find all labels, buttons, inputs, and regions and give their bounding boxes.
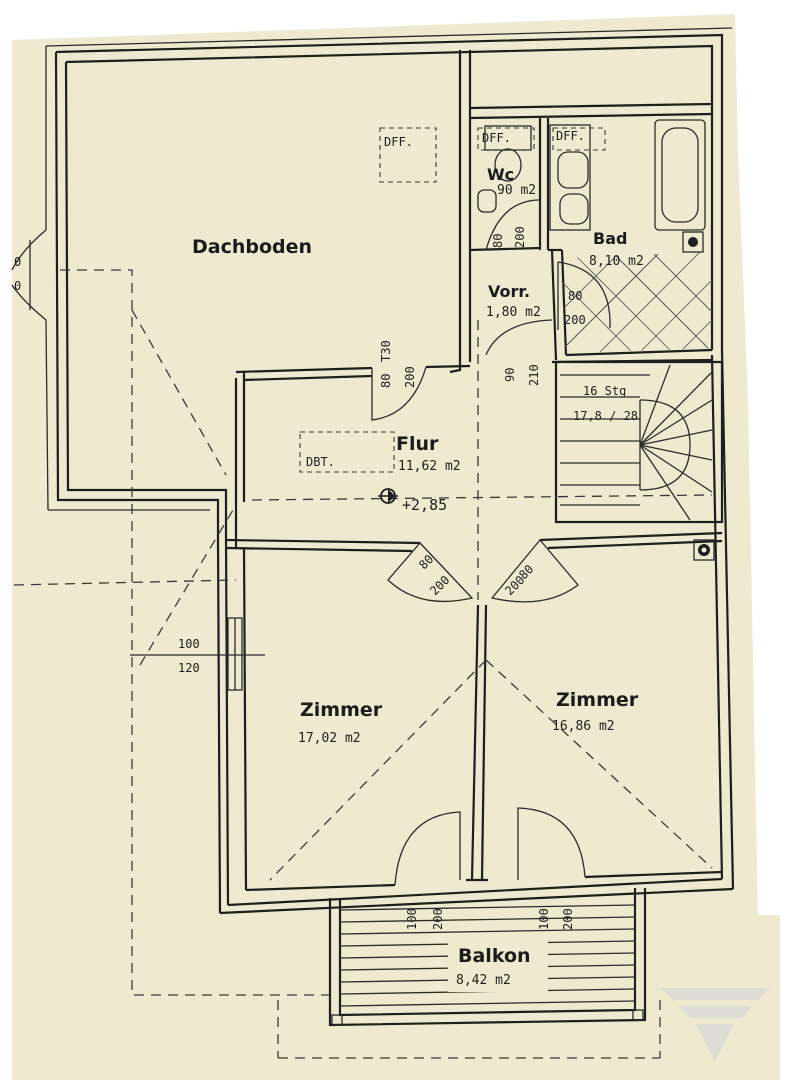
room-bad-name: Bad (593, 229, 627, 248)
room-vorr-area: 1,80 m2 (486, 305, 541, 320)
edge-mark-bottom: 0 (14, 279, 21, 293)
room-flur-area: 11,62 m2 (398, 459, 461, 474)
door-bad-height: 200 (564, 313, 586, 327)
room-bad-area: 8,10 m2 (589, 254, 644, 269)
room-balkon-area: 8,42 m2 (456, 973, 511, 988)
door-balkon-right-height: 200 (561, 908, 575, 930)
bathtub (654, 119, 706, 231)
door-wc-width: 80 (491, 234, 505, 248)
edge-mark-top: 0 (14, 255, 21, 269)
stairs-ratio: 17,8 / 28 (573, 409, 638, 423)
bad-drain-icon (682, 231, 704, 253)
dff-box-wc (477, 127, 535, 151)
room-wc-name: Wc (487, 165, 514, 184)
room-zimmer-right-area: 16,86 m2 (552, 719, 615, 734)
door-balkon-left-width: 100 (405, 908, 419, 930)
left-edge-door: 0 0 (11, 229, 47, 321)
dff-box-dachboden (379, 127, 437, 183)
outer-walls (45, 27, 735, 915)
bad-floor-tiles (560, 252, 712, 353)
dbt-box-flur (299, 431, 395, 473)
watermark-logo (660, 988, 770, 1062)
door-wc-height: 200 (513, 226, 527, 248)
paper-sheet (12, 14, 780, 1080)
level-value: +2,85 (402, 496, 447, 514)
room-balkon-name: Balkon (458, 945, 531, 967)
left-window: 100 120 (130, 617, 265, 691)
door-vorr-height: 210 (527, 364, 541, 386)
door-dachboden-height: 200 (403, 366, 417, 388)
dff-label-bad: DFF. (556, 129, 585, 143)
door-balkon-left-height: 200 (431, 908, 445, 930)
dbt-label: DBT. (306, 455, 335, 469)
balkon-label-bg (448, 940, 548, 992)
staircase (560, 364, 713, 521)
door-bad-width: 80 (568, 289, 582, 303)
door-vorr-width: 90 (503, 368, 517, 382)
bad-fixtures (549, 124, 591, 231)
door-dachboden-rating: T30 (379, 340, 393, 362)
room-zimmer-left-name: Zimmer (300, 699, 383, 721)
window-width-label: 100 (178, 637, 200, 651)
window-height-label: 120 (178, 661, 200, 675)
chimney-icon (693, 539, 715, 561)
room-flur-name: Flur (396, 433, 439, 455)
room-zimmer-left-area: 17,02 m2 (298, 731, 361, 746)
room-dachboden-name: Dachboden (192, 236, 312, 258)
dff-box-bad (552, 127, 606, 151)
door-dachboden-width: 80 (379, 374, 393, 388)
roof-outline-dashes (13, 269, 713, 1059)
interior-walls (225, 50, 724, 892)
room-zimmer-right-name: Zimmer (556, 689, 639, 711)
stairs-count: 16 Stg (583, 384, 626, 398)
level-marker (378, 488, 398, 504)
room-wc-area: 90 m2 (497, 183, 536, 198)
dff-label-dachboden: DFF. (384, 135, 413, 149)
balkon-structure (328, 888, 647, 1027)
dff-label-wc: DFF. (482, 131, 511, 145)
room-vorr-name: Vorr. (488, 282, 530, 301)
